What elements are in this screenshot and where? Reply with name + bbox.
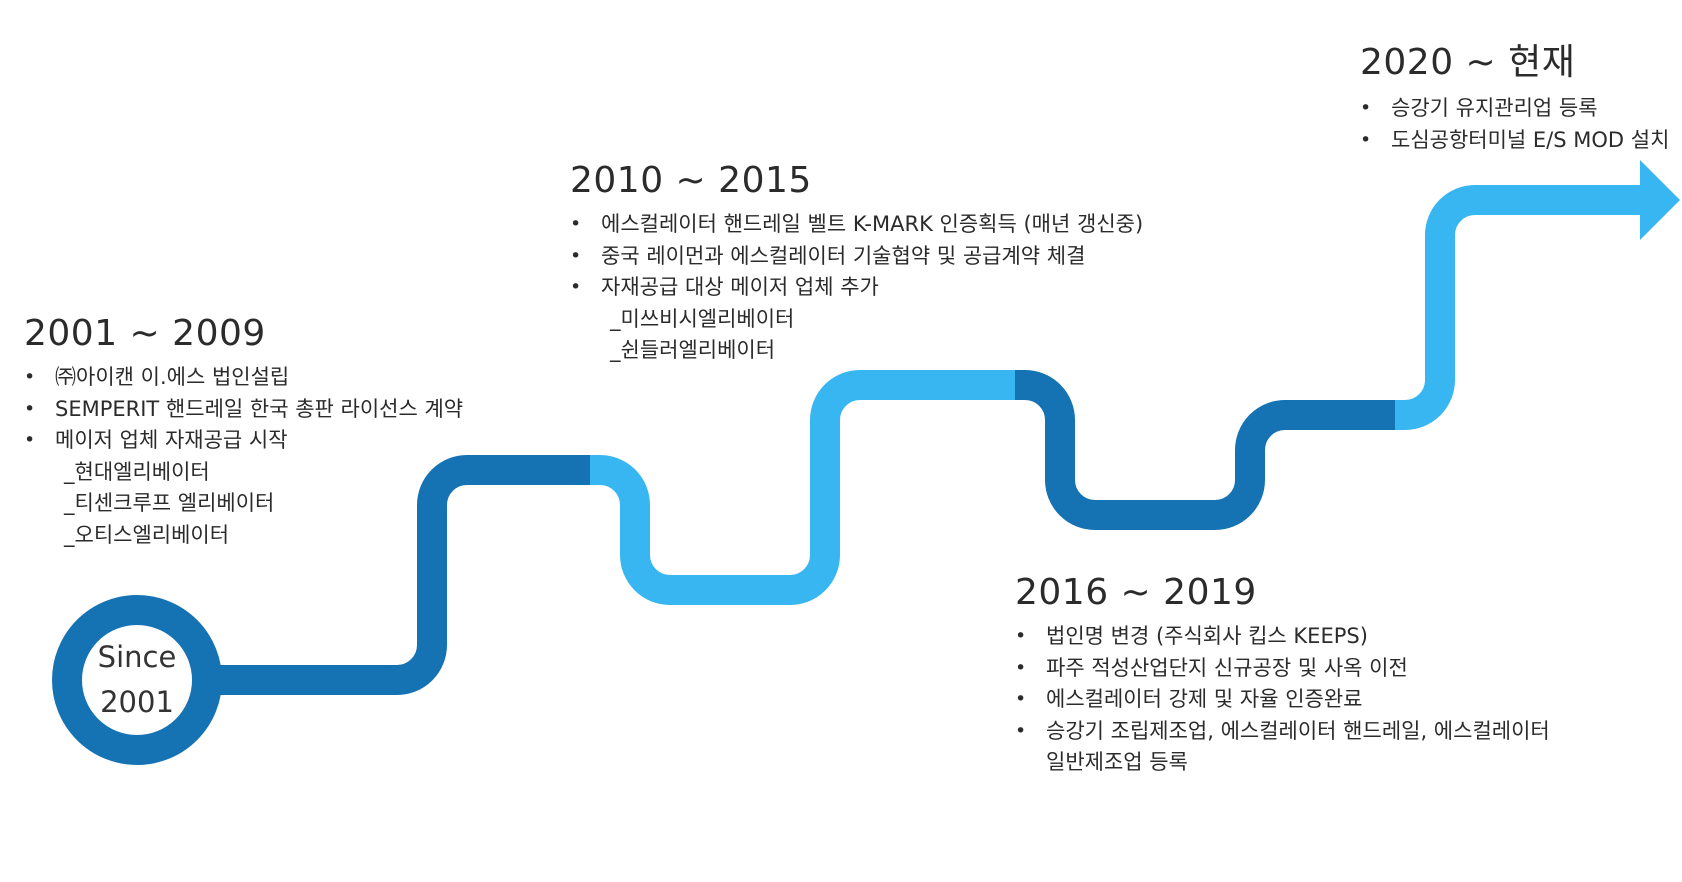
list-item: •승강기 조립제조업, 에스컬레이터 핸드레일, 에스컬레이터 bbox=[1015, 718, 1550, 743]
arrow-head bbox=[1640, 160, 1680, 240]
path-segment-1 bbox=[207, 455, 590, 695]
period-items: •승강기 유지관리업 등록 •도심공항터미널 E/S MOD 설치 bbox=[1360, 93, 1669, 156]
list-subitem: _쉰들러엘리베이터 bbox=[610, 338, 776, 362]
list-item: •자재공급 대상 메이저 업체 추가 bbox=[570, 275, 879, 299]
period-title: 2010 ~ 2015 bbox=[570, 160, 812, 201]
period-title: 2016 ~ 2019 bbox=[1015, 572, 1257, 613]
list-item: •법인명 변경 (주식회사 킵스 KEEPS) bbox=[1015, 624, 1368, 648]
list-item-continuation: 일반제조업 등록 bbox=[1046, 750, 1188, 774]
list-item: •SEMPERIT 핸드레일 한국 총판 라이선스 계약 bbox=[24, 396, 464, 421]
list-item: •승강기 유지관리업 등록 bbox=[1360, 96, 1598, 120]
period-2020-present: 2020 ~ 현재 •승강기 유지관리업 등록 •도심공항터미널 E/S MOD… bbox=[1360, 33, 1669, 156]
path-segment-6 bbox=[1395, 185, 1655, 430]
list-item: •중국 레이먼과 에스컬레이터 기술협약 및 공급계약 체결 bbox=[570, 243, 1086, 268]
list-item: •파주 적성산업단지 신규공장 및 사옥 이전 bbox=[1015, 655, 1408, 680]
list-item: •에스컬레이터 핸드레일 벨트 K-MARK 인증획득 (매년 갱신중) bbox=[570, 212, 1144, 236]
path-segment-5 bbox=[1205, 400, 1395, 530]
period-title: 2001 ~ 2009 bbox=[24, 313, 266, 354]
period-2016-2019: 2016 ~ 2019 •법인명 변경 (주식회사 킵스 KEEPS) •파주 … bbox=[1015, 572, 1550, 779]
path-segment-4 bbox=[1015, 370, 1205, 530]
list-item: •에스컬레이터 강제 및 자율 인증완료 bbox=[1015, 687, 1363, 711]
list-subitem: _미쓰비시엘리베이터 bbox=[610, 306, 795, 331]
since-year: 2001 bbox=[100, 685, 174, 719]
list-item: •메이저 업체 자재공급 시작 bbox=[24, 428, 288, 452]
path-segment-3 bbox=[780, 370, 1015, 605]
list-item: •㈜아이캔 이.에스 법인설립 bbox=[24, 365, 290, 389]
list-subitem: _티센크루프 엘리베이터 bbox=[64, 491, 275, 515]
period-title: 2020 ~ 현재 bbox=[1360, 42, 1576, 83]
since-badge: Since 2001 bbox=[52, 595, 222, 765]
since-label: Since bbox=[97, 640, 177, 674]
path-segment-2 bbox=[590, 455, 780, 605]
list-item: •도심공항터미널 E/S MOD 설치 bbox=[1360, 127, 1670, 152]
list-subitem: _오티스엘리베이터 bbox=[64, 522, 230, 547]
period-items: •법인명 변경 (주식회사 킵스 KEEPS) •파주 적성산업단지 신규공장 … bbox=[1015, 621, 1550, 779]
period-2001-2009: 2001 ~ 2009 •㈜아이캔 이.에스 법인설립 •SEMPERIT 핸드… bbox=[24, 313, 463, 551]
period-2010-2015: 2010 ~ 2015 •에스컬레이터 핸드레일 벨트 K-MARK 인증획득 … bbox=[570, 160, 1143, 367]
period-items: •에스컬레이터 핸드레일 벨트 K-MARK 인증획득 (매년 갱신중) •중국… bbox=[570, 209, 1143, 367]
list-subitem: _현대엘리베이터 bbox=[64, 459, 210, 484]
period-items: •㈜아이캔 이.에스 법인설립 •SEMPERIT 핸드레일 한국 총판 라이선… bbox=[24, 362, 463, 551]
